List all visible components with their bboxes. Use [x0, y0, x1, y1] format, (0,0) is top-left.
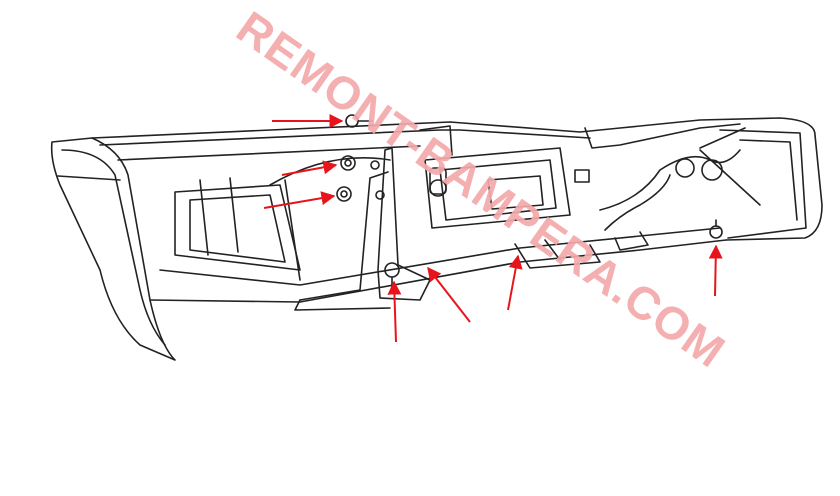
- right-housing: [584, 123, 741, 149]
- nut-lower-left: [336, 186, 352, 202]
- nut-middle-left: [340, 155, 356, 171]
- license-plate-panel: [424, 147, 571, 229]
- bolt-right: [709, 219, 723, 239]
- left-end-cap: [50, 137, 176, 361]
- arrow-bracket-right: [507, 254, 523, 311]
- inner-frame: [174, 184, 301, 271]
- arrow-bracket-center: [427, 266, 471, 323]
- bumper-top-edge: [91, 117, 823, 241]
- arrow-nut-middle-left: [281, 160, 338, 176]
- bumper-lower-face: [149, 239, 727, 303]
- bolt-upper-left: [345, 114, 373, 128]
- arrow-nut-lower-left: [263, 191, 336, 209]
- arrow-bolt-right: [708, 244, 723, 297]
- bracket-left: [377, 147, 431, 301]
- bracket-right: [614, 231, 649, 251]
- arrow-bolt-center-bracket: [387, 280, 402, 343]
- wiring-harness: [599, 149, 741, 211]
